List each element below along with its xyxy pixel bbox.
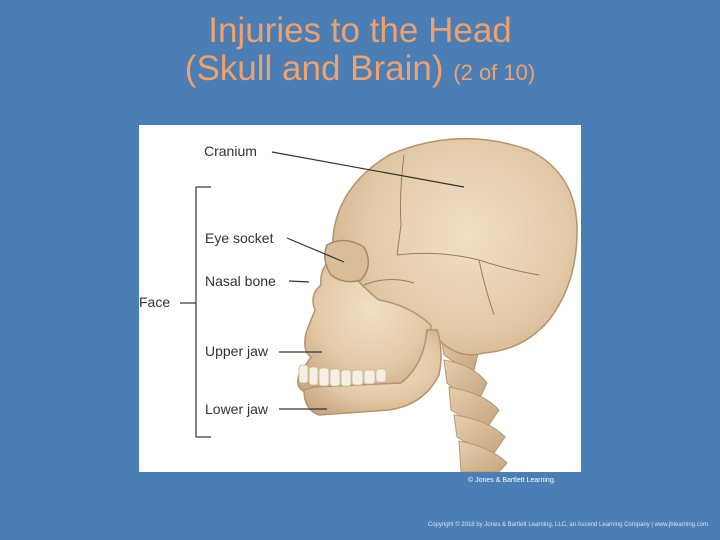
cervical-spine	[438, 324, 508, 472]
title-slide-count: (2 of 10)	[453, 60, 536, 85]
title-line-1: Injuries to the Head	[208, 11, 512, 50]
leader-lines	[180, 151, 465, 438]
skull-illustration	[180, 137, 578, 472]
label-face: Face	[139, 294, 171, 310]
label-lower-jaw: Lower jaw	[205, 401, 269, 417]
eye-socket-shape	[324, 239, 370, 283]
image-credit: © Jones & Bartlett Learning.	[468, 477, 556, 484]
skull-figure: Cranium Eye socket Nasal bone Face Upper…	[139, 125, 581, 472]
teeth	[298, 364, 387, 387]
label-upper-jaw: Upper jaw	[205, 343, 269, 359]
face-shape	[297, 254, 432, 394]
title-main: (Skull and Brain)	[184, 49, 444, 88]
label-cranium: Cranium	[204, 143, 257, 159]
slide-title: Injuries to the Head (Skull and Brain) (…	[0, 12, 720, 92]
sutures	[363, 154, 540, 316]
title-line-2: (Skull and Brain) (2 of 10)	[0, 50, 720, 92]
label-nasal-bone: Nasal bone	[205, 273, 276, 289]
mandible-shape	[303, 329, 442, 416]
label-eye-socket: Eye socket	[205, 230, 274, 246]
copyright-footer: Copyright © 2018 by Jones & Bartlett Lea…	[427, 522, 708, 528]
